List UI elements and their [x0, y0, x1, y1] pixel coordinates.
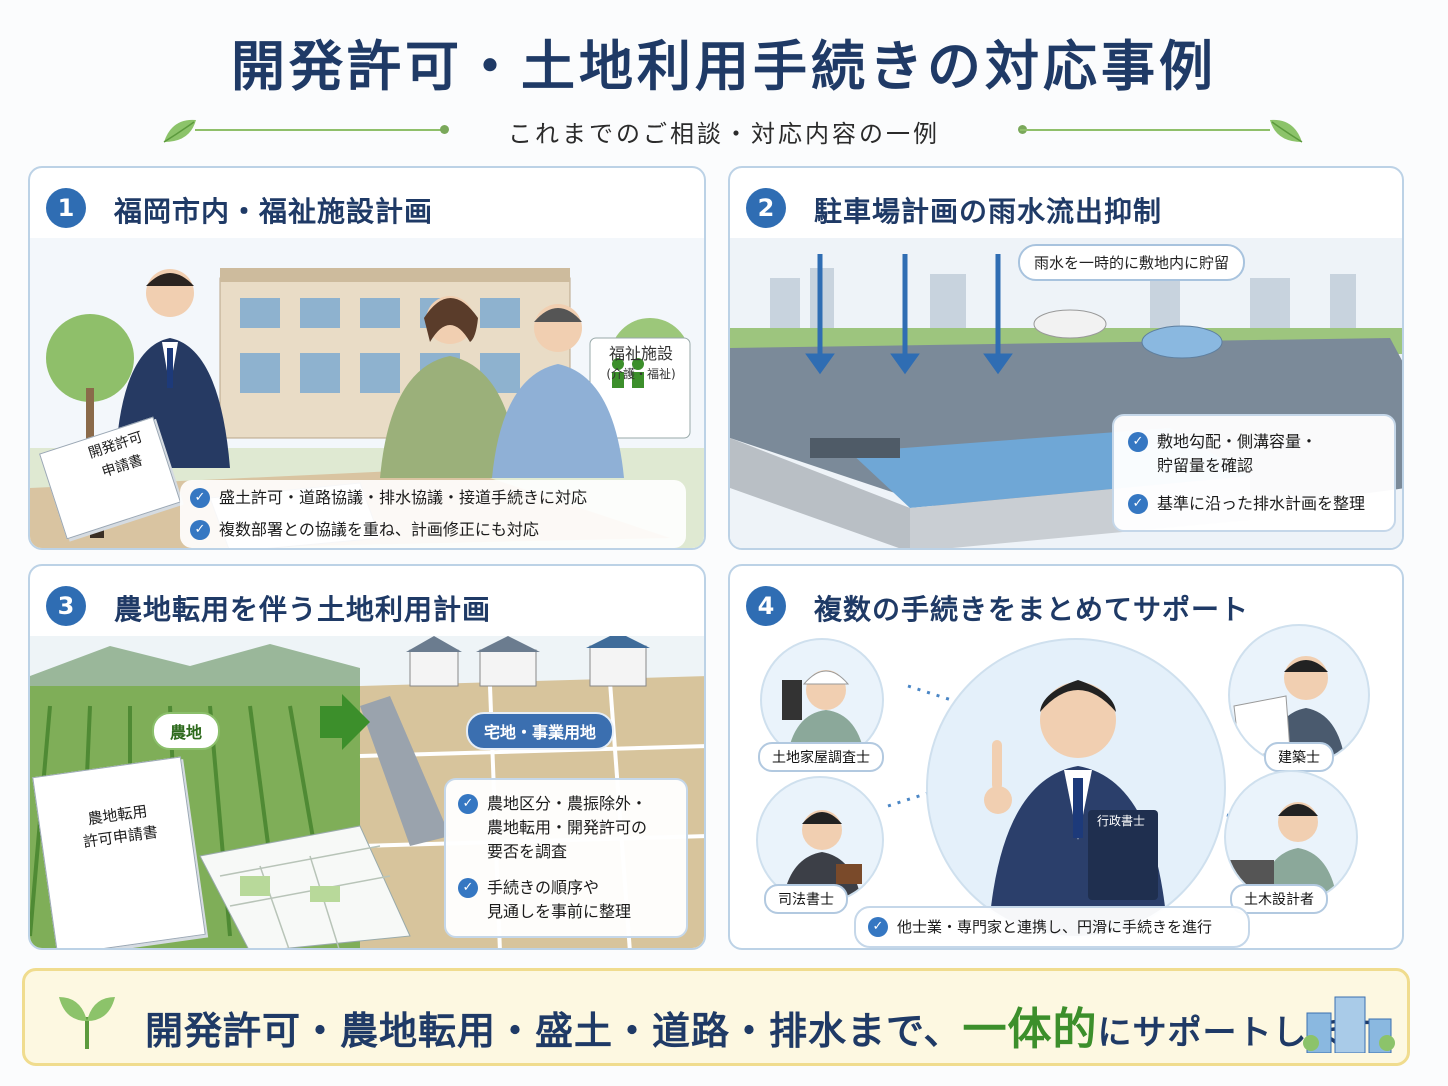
case-panel-4: 4 複数の手続きをまとめてサポート 行政書士 土地家屋調査士 — [728, 564, 1404, 950]
case-panel-3: 農地転用 許可申請書 3 農地転用を伴う土地利用計画 農地 宅地・事業用地 ✓農… — [28, 564, 706, 950]
role-circle-judicial-scrivener — [756, 776, 884, 904]
rainwater-callout: 雨水を一時的に敷地内に貯留 — [1018, 244, 1246, 281]
check-icon: ✓ — [458, 794, 478, 814]
facility-sign-line2: (介護・福祉) — [606, 367, 676, 381]
banner-text: 開発許可・農地転用・盛土・道路・排水まで、一体的にサポートします。 — [145, 993, 1409, 1057]
case-number: 4 — [746, 586, 786, 626]
check-icon: ✓ — [1128, 432, 1148, 452]
check-item: ✓農地区分・農振除外・ 農地転用・開発許可の 要否を調査 — [458, 792, 674, 864]
farmland-label: 農地 — [152, 712, 221, 750]
check-list: ✓盛土許可・道路協議・排水協議・接道手続きに対応 ✓複数部署との協議を重ね、計画… — [180, 480, 686, 548]
role-label: 司法書士 — [764, 884, 848, 914]
check-list: ✓農地区分・農振除外・ 農地転用・開発許可の 要否を調査 ✓手続きの順序や 見通… — [444, 778, 688, 938]
check-icon: ✓ — [1128, 494, 1148, 514]
check-list: ✓敷地勾配・側溝容量・ 貯留量を確認 ✓基準に沿った排水計画を整理 — [1112, 414, 1396, 532]
case-number: 3 — [46, 586, 86, 626]
subtitle: これまでのご相談・対応内容の一例 — [508, 120, 940, 148]
role-label: 土地家屋調査士 — [758, 742, 884, 772]
case-panel-1: 開発許可 申請書 福祉施設 (介護・福祉) 1 福岡市内・福祉施設計画 ✓盛土許… — [28, 166, 706, 550]
administrative-scrivener-figure — [984, 680, 1168, 936]
check-item: ✓複数部署との協議を重ね、計画修正にも対応 — [190, 518, 676, 542]
leaf-icon — [1270, 119, 1303, 143]
leaf-icon — [163, 119, 196, 143]
case-title: 福岡市内・福祉施設計画 — [114, 195, 434, 228]
check-item: ✓他士業・専門家と連携し、円滑に手続きを進行 — [868, 915, 1236, 939]
case-number: 2 — [746, 188, 786, 228]
application-document — [32, 756, 206, 948]
summary-banner: 開発許可・農地転用・盛土・道路・排水まで、一体的にサポートします。 — [22, 968, 1410, 1066]
role-circle-surveyor — [760, 638, 884, 762]
case-title: 駐車場計画の雨水流出抑制 — [814, 195, 1163, 228]
divider-left — [195, 129, 445, 131]
case-number: 1 — [46, 188, 86, 228]
check-item: ✓基準に沿った排水計画を整理 — [1128, 492, 1380, 516]
sprout-icon — [59, 997, 115, 1049]
case-title: 農地転用を伴う土地利用計画 — [114, 593, 492, 626]
residential-label: 宅地・事業用地 — [466, 712, 615, 750]
banner-part1: 開発許可・農地転用・盛土・道路・排水まで、 — [145, 1009, 963, 1053]
check-item: ✓手続きの順序や 見通しを事前に整理 — [458, 876, 674, 924]
welfare-facility-illustration — [30, 238, 704, 548]
divider-right — [1020, 129, 1270, 131]
role-label: 土木設計者 — [1230, 884, 1328, 914]
book-label: 行政書士 — [1096, 814, 1145, 828]
check-list: ✓他士業・専門家と連携し、円滑に手続きを進行 — [854, 906, 1250, 948]
center-figure-circle — [926, 638, 1226, 938]
banner-highlight: 一体的 — [962, 1004, 1098, 1055]
buildings-icon — [1303, 996, 1395, 1053]
case-panel-2: 2 駐車場計画の雨水流出抑制 雨水を一時的に敷地内に貯留 ✓敷地勾配・側溝容量・… — [728, 166, 1404, 550]
divider-dot-left — [440, 125, 449, 134]
page-title: 開発許可・土地利用手続きの対応事例 — [231, 35, 1217, 98]
check-icon: ✓ — [868, 917, 888, 937]
check-icon: ✓ — [190, 488, 210, 508]
role-label: 建築士 — [1264, 742, 1334, 772]
case-title: 複数の手続きをまとめてサポート — [814, 593, 1250, 626]
check-icon: ✓ — [190, 520, 210, 540]
subtitle-row: これまでのご相談・対応内容の一例 — [0, 110, 1448, 150]
check-item: ✓盛土許可・道路協議・排水協議・接道手続きに対応 — [190, 486, 676, 510]
check-item: ✓敷地勾配・側溝容量・ 貯留量を確認 — [1128, 430, 1380, 478]
facility-sign-line1: 福祉施設 — [608, 344, 673, 363]
check-icon: ✓ — [458, 878, 478, 898]
